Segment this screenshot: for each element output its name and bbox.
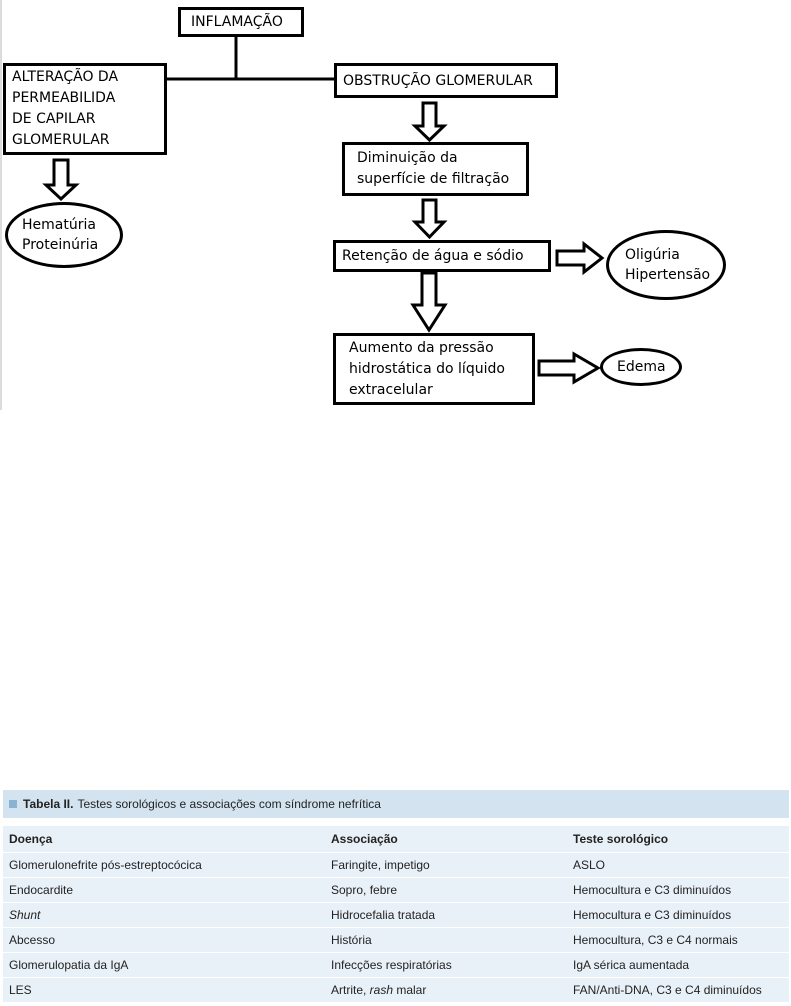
edema-oval: Edema: [600, 348, 682, 386]
table-header-row: Doença Associação Teste sorológico: [3, 826, 789, 853]
hematuria-oval: Hematúria Proteinúria: [5, 202, 123, 268]
oliguria-line-1: Oligúria: [625, 247, 680, 263]
aumento-box: Aumento da pressão hidrostática do líqui…: [333, 333, 535, 405]
aumento-line-3: extracelular: [349, 382, 433, 398]
oliguria-line-2: Hipertensão: [625, 267, 711, 283]
cell-doenca: Glomerulonefrite pós-estreptocócica: [3, 852, 325, 878]
arrow-down-retencao: [411, 198, 448, 240]
table-caption-number: Tabela II.: [23, 797, 74, 811]
aumento-line-1: Aumento da pressão: [349, 340, 494, 356]
alteracao-line-4: GLOMERULAR: [12, 132, 110, 148]
cell-associacao: Artrite, rash malar: [325, 977, 567, 1002]
cell-doenca: Endocardite: [3, 877, 325, 903]
cell-doenca: Shunt: [3, 902, 325, 928]
cell-associacao: Hidrocefalia tratada: [325, 902, 567, 928]
edema-label: Edema: [617, 359, 666, 375]
cell-associacao-italic: rash: [369, 983, 394, 997]
retencao-label: Retenção de água e sódio: [342, 248, 524, 264]
serology-table: Doença Associação Teste sorológico Glome…: [3, 826, 789, 1002]
inflamacao-label: INFLAMAÇÃO: [191, 14, 283, 30]
diminuicao-line-1: Diminuição da: [357, 150, 458, 166]
cell-teste: Hemocultura, C3 e C4 normais: [567, 927, 789, 953]
cell-doenca-italic: Shunt: [9, 908, 41, 922]
table-row: LES Artrite, rash malar FAN/Anti-DNA, C3…: [3, 977, 789, 1002]
alteracao-box: ALTERAÇÃO DA PERMEABILIDA DE CAPILAR GLO…: [3, 63, 167, 155]
alteracao-line-2: PERMEABILIDA: [12, 90, 116, 106]
image-edge: [0, 0, 2, 410]
cell-associacao: Faringite, impetigo: [325, 852, 567, 878]
cell-associacao-part-1: Artrite,: [331, 983, 370, 997]
column-header-associacao: Associação: [325, 826, 567, 853]
table-caption-text: Testes sorológicos e associações com sín…: [77, 797, 381, 811]
cell-associacao: Infecções respiratórias: [325, 952, 567, 978]
table-row: Abcesso História Hemocultura, C3 e C4 no…: [3, 927, 789, 953]
flowchart: INFLAMAÇÃO ALTERAÇÃO DA PERMEABILIDA DE …: [0, 0, 791, 410]
column-header-teste: Teste sorológico: [567, 826, 789, 853]
table-row: Endocardite Sopro, febre Hemocultura e C…: [3, 877, 789, 903]
retencao-box: Retenção de água e sódio: [333, 240, 551, 272]
alteracao-line-1: ALTERAÇÃO DA: [12, 69, 119, 85]
arrow-down-diminuicao: [411, 101, 448, 143]
hematuria-line-2: Proteinúria: [22, 237, 99, 253]
obstrucao-box: OBSTRUÇÃO GLOMERULAR: [334, 63, 558, 98]
alteracao-line-3: DE CAPILAR: [12, 111, 96, 127]
arrow-right-oliguria: [555, 240, 605, 276]
cell-associacao: Sopro, febre: [325, 877, 567, 903]
cell-doenca: LES: [3, 977, 325, 1002]
table-row: Glomerulopatia da IgA Infecções respirat…: [3, 952, 789, 978]
cell-teste: ASLO: [567, 852, 789, 878]
caption-square-icon: [9, 800, 17, 808]
cell-teste: Hemocultura e C3 diminuídos: [567, 877, 789, 903]
cell-teste: Hemocultura e C3 diminuídos: [567, 902, 789, 928]
diminuicao-line-2: superfície de filtração: [357, 171, 510, 187]
cell-associacao-part-2: malar: [393, 983, 427, 997]
oliguria-oval: Oligúria Hipertensão: [606, 230, 726, 300]
arrow-right-edema: [537, 351, 601, 385]
cell-doenca: Abcesso: [3, 927, 325, 953]
cell-doenca: Glomerulopatia da IgA: [3, 952, 325, 978]
diminuicao-box: Diminuição da superfície de filtração: [342, 142, 529, 196]
arrow-down-hematuria: [42, 158, 80, 202]
cell-teste: IgA sérica aumentada: [567, 952, 789, 978]
column-header-doenca: Doença: [3, 826, 325, 853]
table-row: Glomerulonefrite pós-estreptocócica Fari…: [3, 852, 789, 878]
hematuria-line-1: Hematúria: [22, 217, 96, 233]
inflamacao-box: INFLAMAÇÃO: [178, 7, 304, 37]
aumento-line-2: hidrostática do líquido: [349, 361, 505, 377]
serology-table-figure: Tabela II. Testes sorológicos e associaç…: [3, 790, 789, 1004]
table-row: Shunt Hidrocefalia tratada Hemocultura e…: [3, 902, 789, 928]
flowchart-connectors: [42, 36, 605, 385]
cell-teste: FAN/Anti-DNA, C3 e C4 diminuídos: [567, 977, 789, 1002]
table-caption: Tabela II. Testes sorológicos e associaç…: [3, 790, 789, 818]
arrow-down-aumento: [410, 271, 448, 333]
cell-associacao: História: [325, 927, 567, 953]
obstrucao-label: OBSTRUÇÃO GLOMERULAR: [343, 73, 533, 89]
